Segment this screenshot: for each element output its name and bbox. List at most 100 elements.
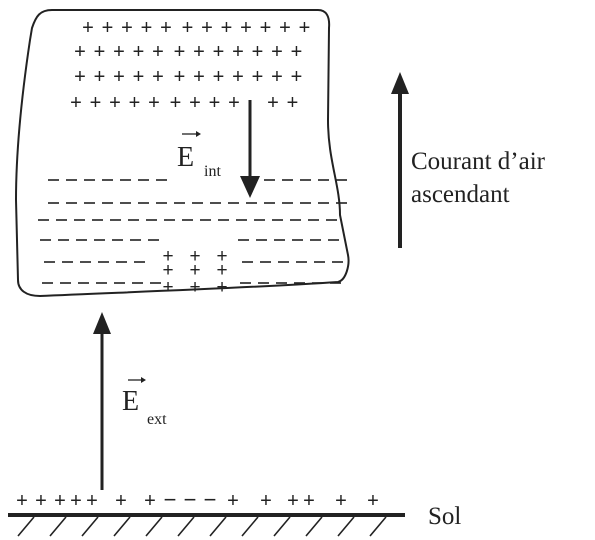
plus-sign: + xyxy=(271,66,283,88)
plus-sign: + xyxy=(90,92,102,114)
plus-sign: + xyxy=(170,92,182,114)
plus-sign: + xyxy=(252,41,264,63)
plus-sign: + xyxy=(74,41,86,63)
ground-charges: +++++++−−−++++++ xyxy=(16,487,379,512)
hatch-line xyxy=(369,516,387,537)
plus-sign: + xyxy=(148,92,160,114)
plus-sign: + xyxy=(291,66,303,88)
plus-sign: + xyxy=(367,490,379,512)
plus-sign: + xyxy=(189,277,200,298)
hatch-line xyxy=(209,516,227,537)
plus-sign: + xyxy=(94,66,106,88)
plus-sign: + xyxy=(271,41,283,63)
hatch-line xyxy=(49,516,67,537)
plus-sign: + xyxy=(228,92,240,114)
plus-sign: + xyxy=(129,92,141,114)
hatch-line xyxy=(177,516,195,537)
cloud-negative-charges xyxy=(38,179,347,284)
e-int-symbol: E xyxy=(177,142,194,173)
e-int-subscript: int xyxy=(204,163,221,180)
cloud-positive-charges: ++++++++++++++++++++++++++++++++++++++++… xyxy=(70,17,310,114)
minus-sign: − xyxy=(184,487,197,512)
plus-sign: + xyxy=(260,17,272,39)
plus-sign: + xyxy=(193,66,205,88)
ground-hatching xyxy=(17,516,387,537)
plus-sign: + xyxy=(189,246,200,267)
plus-sign: + xyxy=(162,246,173,267)
e-ext-subscript: ext xyxy=(147,411,167,428)
air-current-arrow xyxy=(391,72,409,248)
plus-sign: + xyxy=(54,490,66,512)
plus-sign: + xyxy=(70,490,82,512)
plus-sign: + xyxy=(227,490,239,512)
e-int-label: E int xyxy=(177,131,221,180)
plus-sign: + xyxy=(162,277,173,298)
plus-sign: + xyxy=(287,92,299,114)
plus-sign: + xyxy=(193,41,205,63)
plus-sign: + xyxy=(216,277,227,298)
plus-sign: + xyxy=(252,66,264,88)
hatch-line xyxy=(337,516,355,537)
cloud-positive-pocket: +++++++++ xyxy=(162,246,227,298)
plus-sign: + xyxy=(279,17,291,39)
minus-sign: − xyxy=(204,487,217,512)
plus-sign: + xyxy=(232,41,244,63)
hatch-line xyxy=(113,516,131,537)
plus-sign: + xyxy=(160,17,172,39)
plus-sign: + xyxy=(303,490,315,512)
hatch-line xyxy=(145,516,163,537)
plus-sign: + xyxy=(299,17,311,39)
e-ext-label: E ext xyxy=(122,377,167,428)
minus-sign: − xyxy=(164,487,177,512)
plus-sign: + xyxy=(115,490,127,512)
e-ext-symbol: E xyxy=(122,386,139,417)
plus-sign: + xyxy=(74,66,86,88)
plus-sign: + xyxy=(113,41,125,63)
plus-sign: + xyxy=(162,260,173,281)
plus-sign: + xyxy=(189,92,201,114)
plus-sign: + xyxy=(216,260,227,281)
plus-sign: + xyxy=(267,92,279,114)
plus-sign: + xyxy=(102,17,114,39)
air-current-label-line2: ascendant xyxy=(411,181,510,208)
plus-sign: + xyxy=(70,92,82,114)
plus-sign: + xyxy=(174,41,186,63)
hatch-line xyxy=(81,516,99,537)
plus-sign: + xyxy=(133,66,145,88)
plus-sign: + xyxy=(189,260,200,281)
e-int-arrow xyxy=(240,100,260,198)
air-current-label-line1: Courant d’air xyxy=(411,148,546,175)
plus-sign: + xyxy=(201,17,213,39)
plus-sign: + xyxy=(213,41,225,63)
plus-sign: + xyxy=(182,17,194,39)
hatch-line xyxy=(17,516,35,537)
plus-sign: + xyxy=(213,66,225,88)
plus-sign: + xyxy=(82,17,94,39)
plus-sign: + xyxy=(221,17,233,39)
hatch-line xyxy=(273,516,291,537)
plus-sign: + xyxy=(144,490,156,512)
plus-sign: + xyxy=(86,490,98,512)
hatch-line xyxy=(305,516,323,537)
plus-sign: + xyxy=(16,490,28,512)
plus-sign: + xyxy=(260,490,272,512)
plus-sign: + xyxy=(94,41,106,63)
plus-sign: + xyxy=(240,17,252,39)
plus-sign: + xyxy=(109,92,121,114)
plus-sign: + xyxy=(152,66,164,88)
plus-sign: + xyxy=(209,92,221,114)
ground-label: Sol xyxy=(428,503,461,530)
plus-sign: + xyxy=(35,490,47,512)
plus-sign: + xyxy=(291,41,303,63)
hatch-line xyxy=(241,516,259,537)
cloud-outline xyxy=(14,9,350,298)
plus-sign: + xyxy=(152,41,164,63)
plus-sign: + xyxy=(121,17,133,39)
plus-sign: + xyxy=(287,490,299,512)
plus-sign: + xyxy=(133,41,145,63)
plus-sign: + xyxy=(141,17,153,39)
plus-sign: + xyxy=(216,246,227,267)
plus-sign: + xyxy=(232,66,244,88)
plus-sign: + xyxy=(335,490,347,512)
